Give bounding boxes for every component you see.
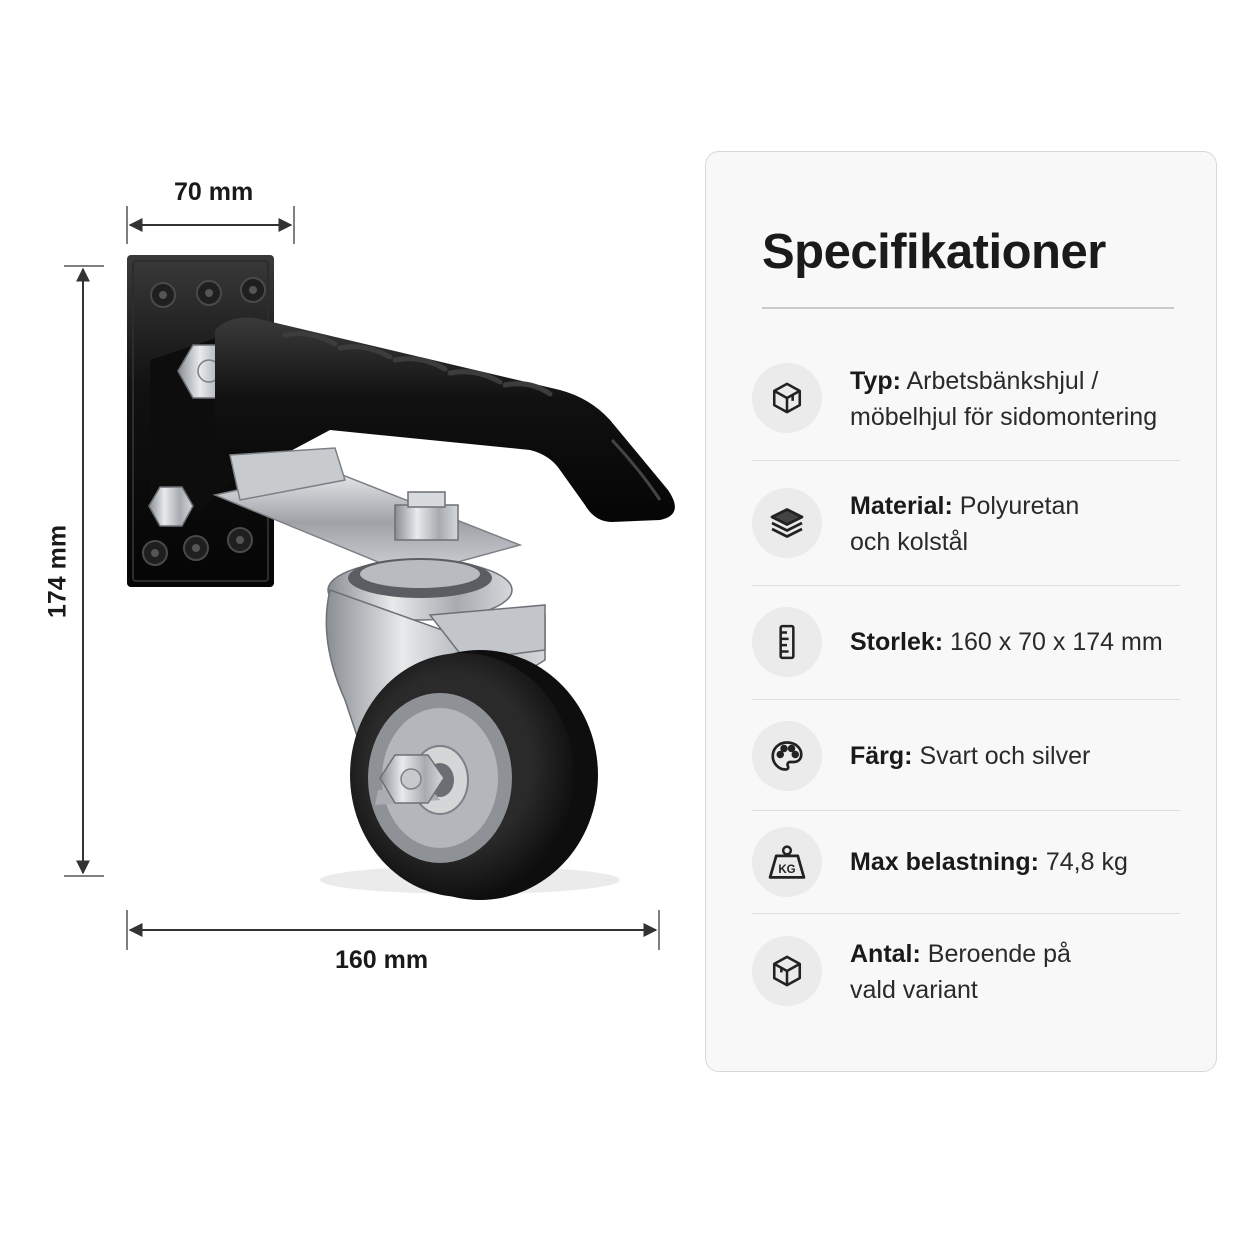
palette-icon bbox=[752, 721, 822, 791]
spec-label-size: Storlek: bbox=[850, 628, 944, 656]
spec-value-material-line2: och kolstål bbox=[850, 528, 969, 556]
box-icon bbox=[752, 936, 822, 1006]
dimension-height-label: 174 mm bbox=[43, 524, 72, 619]
spec-value-type-line1: Arbetsbänkshjul / bbox=[906, 367, 1099, 395]
spec-value-size: 160 x 70 x 174 mm bbox=[950, 628, 1163, 656]
spec-label-type: Typ: bbox=[850, 367, 901, 395]
spec-title: Specifikationer bbox=[762, 225, 1106, 279]
swivel-race bbox=[327, 558, 513, 621]
spec-row-color: Färg: Svart och silver bbox=[752, 721, 1180, 793]
row-divider bbox=[752, 810, 1180, 811]
spec-value-quantity-line2: vald variant bbox=[850, 976, 978, 1004]
spec-row-quantity: Antal: Beroende på vald variant bbox=[752, 936, 1180, 1026]
row-divider bbox=[752, 585, 1180, 586]
axle-bolt bbox=[375, 754, 445, 805]
ruler-icon bbox=[752, 607, 822, 677]
weight-kg-icon-text: KG bbox=[778, 864, 795, 876]
spec-row-type: Typ: Arbetsbänkshjul / möbelhjul för sid… bbox=[752, 363, 1180, 453]
wheel bbox=[350, 650, 598, 900]
title-divider bbox=[762, 307, 1174, 309]
spec-label-quantity: Antal: bbox=[850, 940, 921, 968]
spec-label-max-load: Max belastning: bbox=[850, 848, 1039, 876]
spec-row-max-load: KG Max belastning: 74,8 kg bbox=[752, 827, 1180, 899]
swivel-plate bbox=[212, 447, 523, 576]
spec-row-size: Storlek: 160 x 70 x 174 mm bbox=[752, 607, 1180, 679]
dimension-length bbox=[126, 910, 660, 950]
spec-label-color: Färg: bbox=[850, 742, 913, 770]
pedal-lever bbox=[215, 317, 675, 522]
spec-value-quantity-line1: Beroende på bbox=[927, 940, 1071, 968]
dimension-width bbox=[126, 206, 295, 244]
product-illustration bbox=[64, 206, 675, 950]
row-divider bbox=[752, 699, 1180, 700]
spec-label-material: Material: bbox=[850, 492, 953, 520]
spec-value-material-line1: Polyuretan bbox=[959, 492, 1080, 520]
row-divider bbox=[752, 913, 1180, 914]
row-divider bbox=[752, 460, 1180, 461]
dimension-height bbox=[64, 265, 104, 877]
spec-row-material: Material: Polyuretan och kolstål bbox=[752, 488, 1180, 578]
dimension-length-label: 160 mm bbox=[335, 946, 429, 974]
cube-icon bbox=[752, 363, 822, 433]
spec-value-max-load: 74,8 kg bbox=[1045, 848, 1128, 876]
spec-value-color: Svart och silver bbox=[919, 742, 1091, 770]
weight-kg-icon: KG bbox=[752, 827, 822, 897]
spec-value-type-line2: möbelhjul för sidomontering bbox=[850, 403, 1158, 431]
spec-card: Specifikationer Typ: Arbetsbänkshjul / m… bbox=[705, 151, 1217, 1072]
layers-icon bbox=[752, 488, 822, 558]
dimension-width-label: 70 mm bbox=[174, 178, 254, 206]
